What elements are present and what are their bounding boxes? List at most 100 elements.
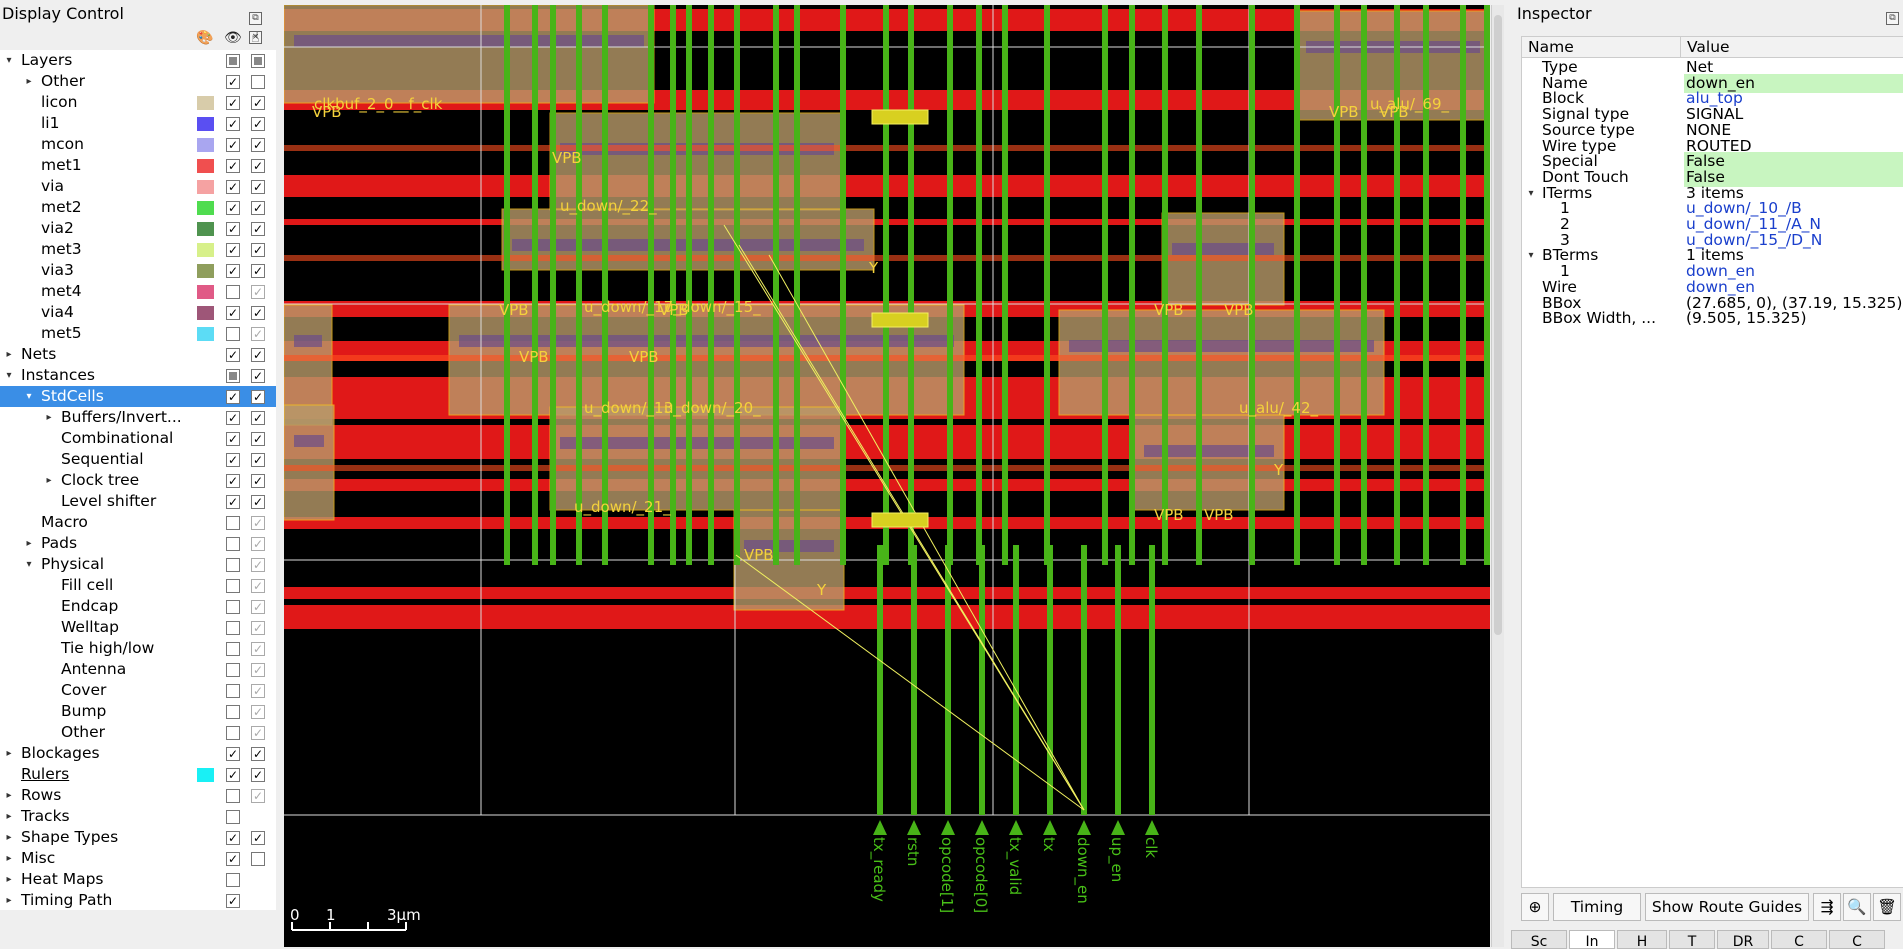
- visible-checkbox[interactable]: [226, 537, 240, 551]
- color-swatch[interactable]: [197, 159, 214, 173]
- visible-checkbox[interactable]: ✓: [226, 138, 240, 152]
- color-swatch[interactable]: [197, 96, 214, 110]
- tree-item-sequential[interactable]: Sequential✓✓: [0, 449, 276, 470]
- tree-item-nets[interactable]: ▸Nets✓✓: [0, 344, 276, 365]
- selectable-checkbox[interactable]: ✓: [251, 369, 265, 383]
- visible-checkbox[interactable]: [226, 663, 240, 677]
- visible-checkbox[interactable]: ✓: [226, 117, 240, 131]
- visible-checkbox[interactable]: [226, 54, 240, 68]
- selectable-checkbox[interactable]: ✓: [251, 579, 265, 593]
- float-icon[interactable]: ⧉: [249, 12, 262, 25]
- color-swatch[interactable]: [197, 222, 214, 236]
- chevron-right-icon[interactable]: ▸: [6, 349, 12, 360]
- color-swatch[interactable]: [197, 327, 214, 341]
- tree-item-met1[interactable]: met1✓✓: [0, 155, 276, 176]
- chevron-right-icon[interactable]: ▸: [46, 475, 52, 486]
- selectable-checkbox[interactable]: ✓: [251, 600, 265, 614]
- chevron-right-icon[interactable]: ▸: [6, 874, 12, 885]
- chevron-down-icon[interactable]: ▾: [26, 391, 32, 402]
- visible-checkbox[interactable]: ✓: [226, 831, 240, 845]
- selectable-checkbox[interactable]: ✓: [251, 726, 265, 740]
- visible-checkbox[interactable]: [226, 558, 240, 572]
- property-value[interactable]: down_en: [1686, 277, 1755, 296]
- search-icon[interactable]: 🔍: [1843, 893, 1871, 921]
- tree-item-endcap[interactable]: Endcap✓: [0, 596, 276, 617]
- chevron-down-icon[interactable]: ▾: [6, 370, 12, 381]
- visible-checkbox[interactable]: ✓: [226, 201, 240, 215]
- column-header-value[interactable]: Value: [1680, 37, 1903, 58]
- chevron-down-icon[interactable]: ▾: [1528, 187, 1534, 199]
- color-swatch[interactable]: [197, 201, 214, 215]
- visible-checkbox[interactable]: ✓: [226, 495, 240, 509]
- tree-item-stdcells[interactable]: ▾StdCells✓✓: [0, 386, 276, 407]
- visible-checkbox[interactable]: [226, 810, 240, 824]
- property-value[interactable]: down_en: [1686, 262, 1755, 281]
- inspector-row[interactable]: BBox(27.685, 0), (37.19, 15.325): [1522, 294, 1903, 313]
- selectable-checkbox[interactable]: ✓: [251, 453, 265, 467]
- property-value[interactable]: u_down/_11_/A_N: [1686, 215, 1822, 233]
- tree-item-timing-path[interactable]: ▸Timing Path✓: [0, 890, 276, 911]
- visible-checkbox[interactable]: [226, 621, 240, 635]
- selectable-checkbox[interactable]: ✓: [251, 306, 265, 320]
- selectable-checkbox[interactable]: ✓: [251, 831, 265, 845]
- dock-tab[interactable]: In: [1569, 930, 1615, 949]
- tree-item-buffers-invert-[interactable]: ▸Buffers/Invert...✓✓: [0, 407, 276, 428]
- chevron-right-icon[interactable]: ▸: [6, 811, 12, 822]
- vertical-scrollbar[interactable]: [1491, 5, 1504, 947]
- selectable-checkbox[interactable]: ✓: [251, 243, 265, 257]
- tree-item-rulers[interactable]: Rulers✓✓: [0, 764, 276, 785]
- selectable-checkbox[interactable]: ✓: [251, 684, 265, 698]
- selectable-checkbox[interactable]: ✓: [251, 495, 265, 509]
- tree-item-combinational[interactable]: Combinational✓✓: [0, 428, 276, 449]
- tree-item-antenna[interactable]: Antenna✓: [0, 659, 276, 680]
- chevron-right-icon[interactable]: ▸: [6, 832, 12, 843]
- selectable-checkbox[interactable]: ✓: [251, 768, 265, 782]
- chevron-right-icon[interactable]: ▸: [26, 76, 32, 87]
- visible-checkbox[interactable]: ✓: [226, 222, 240, 236]
- selectable-checkbox[interactable]: ✓: [251, 138, 265, 152]
- selectable-checkbox[interactable]: ✓: [251, 474, 265, 488]
- selectable-checkbox[interactable]: ✓: [251, 264, 265, 278]
- close-icon[interactable]: ×: [249, 31, 262, 44]
- selectable-checkbox[interactable]: ✓: [251, 621, 265, 635]
- tree-item-li1[interactable]: li1✓✓: [0, 113, 276, 134]
- selectable-checkbox[interactable]: [251, 852, 265, 866]
- tree-item-misc[interactable]: ▸Misc✓: [0, 848, 276, 869]
- property-value[interactable]: alu_top: [1686, 89, 1743, 108]
- visible-checkbox[interactable]: [226, 705, 240, 719]
- visible-checkbox[interactable]: ✓: [226, 96, 240, 110]
- color-swatch[interactable]: [197, 117, 214, 131]
- tree-item-tie-high-low[interactable]: Tie high/low✓: [0, 638, 276, 659]
- selectable-checkbox[interactable]: ✓: [251, 222, 265, 236]
- color-swatch[interactable]: [197, 243, 214, 257]
- tree-item-instances[interactable]: ▾Instances✓: [0, 365, 276, 386]
- dock-tab[interactable]: T: [1669, 930, 1715, 949]
- tree-item-via4[interactable]: via4✓✓: [0, 302, 276, 323]
- dock-tab[interactable]: C: [1829, 930, 1885, 949]
- tree-item-macro[interactable]: Macro✓: [0, 512, 276, 533]
- dock-tab[interactable]: C: [1771, 930, 1827, 949]
- visible-checkbox[interactable]: [226, 642, 240, 656]
- timing-button[interactable]: Timing: [1553, 893, 1641, 921]
- selectable-checkbox[interactable]: ✓: [251, 327, 265, 341]
- color-swatch[interactable]: [197, 264, 214, 278]
- visible-checkbox[interactable]: ✓: [226, 747, 240, 761]
- visible-checkbox[interactable]: ✓: [226, 180, 240, 194]
- visible-checkbox[interactable]: [226, 369, 240, 383]
- selectable-checkbox[interactable]: ✓: [251, 159, 265, 173]
- visible-checkbox[interactable]: ✓: [226, 243, 240, 257]
- visible-checkbox[interactable]: ✓: [226, 411, 240, 425]
- dock-tab[interactable]: H: [1617, 930, 1667, 949]
